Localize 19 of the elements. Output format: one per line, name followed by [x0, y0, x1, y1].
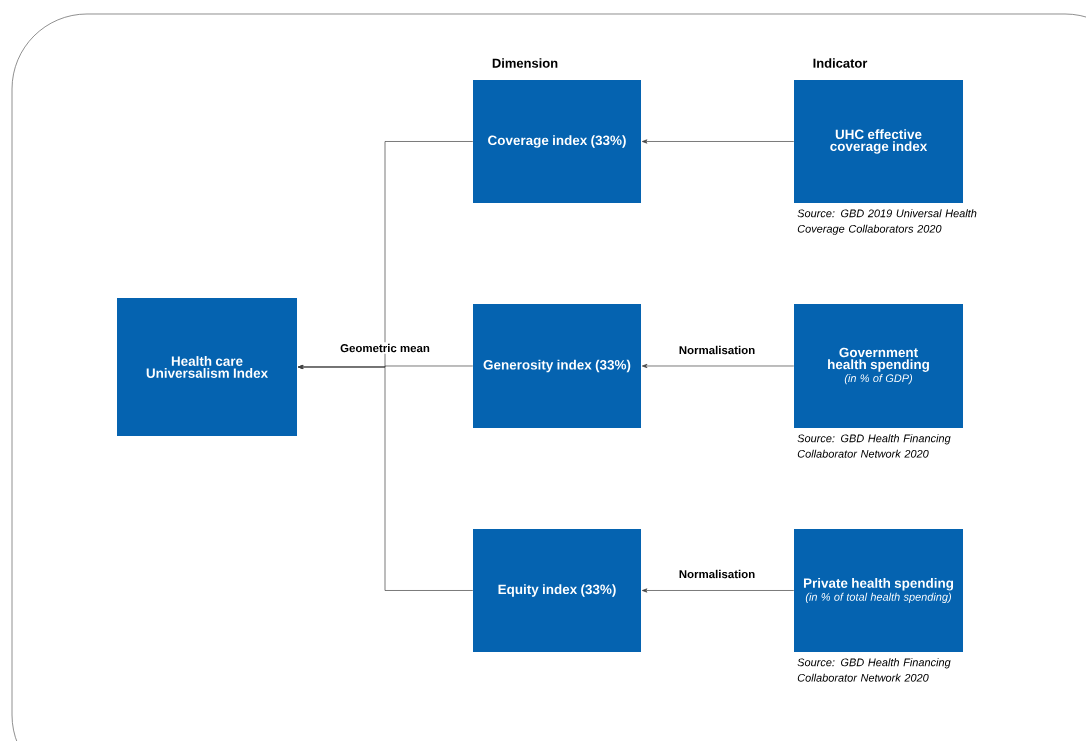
- index-box: Government health spending (in % of GDP): [794, 304, 963, 428]
- edge-label: Normalisation: [677, 344, 757, 356]
- index-box: Health care Universalism Index: [117, 298, 297, 436]
- edge-label: Normalisation: [677, 568, 757, 580]
- edge-label: Geometric mean: [338, 342, 432, 354]
- index-box: Generosity index (33%): [473, 304, 641, 428]
- column-heading: Indicator: [813, 58, 868, 68]
- source-note: Source: GBD Health Financing Collaborator Network 2020: [797, 658, 951, 682]
- index-box: UHC effective coverage index: [794, 80, 963, 203]
- source-note: Source: GBD Health Financing Collaborator Network 2020: [797, 434, 951, 458]
- arrow: [641, 139, 795, 144]
- index-box: Coverage index (33%): [473, 80, 641, 203]
- arrow: [641, 363, 795, 369]
- arrow: [641, 588, 795, 593]
- index-box: Private health spending (in % of total health spending): [794, 529, 963, 652]
- source-note: Source: GBD 2019 Universal Health Coverage Collaborators 2020: [797, 209, 977, 235]
- column-heading: Dimension: [492, 58, 558, 68]
- arrow: [297, 364, 474, 591]
- index-box: Equity index (33%): [473, 529, 641, 652]
